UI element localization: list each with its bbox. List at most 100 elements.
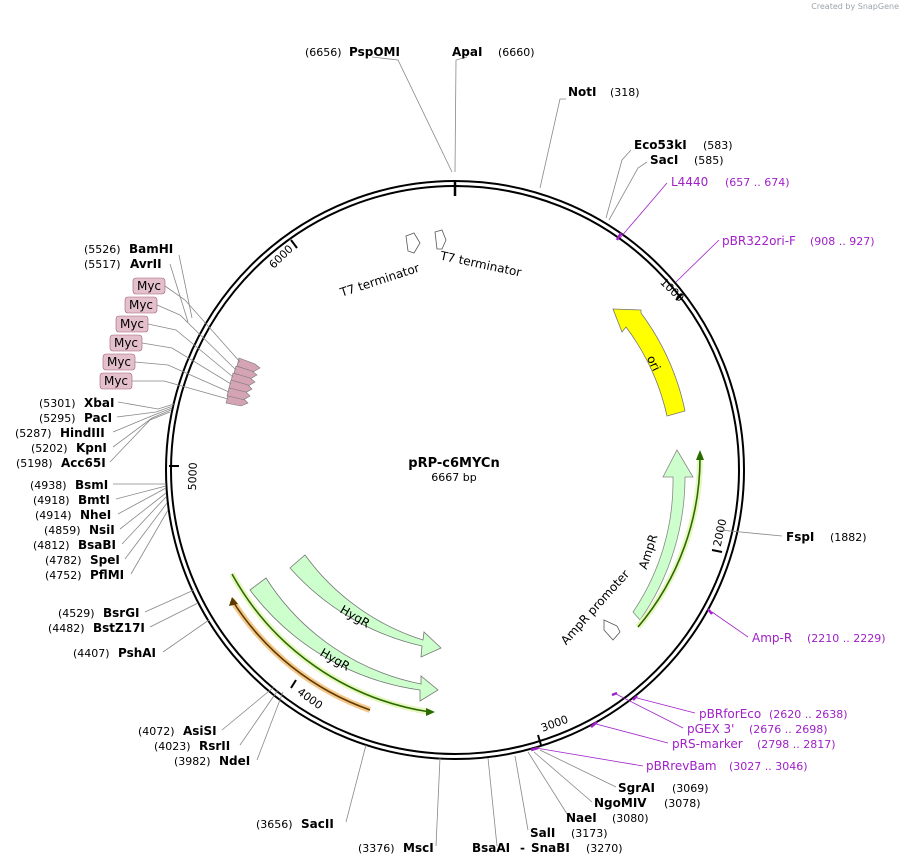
ampr-orf bbox=[637, 454, 701, 628]
site-msci-name[interactable]: MscI bbox=[403, 841, 434, 855]
primer-pbrforeco-name[interactable]: pBRforEco bbox=[699, 707, 761, 721]
myc-label-6: Myc bbox=[104, 374, 128, 388]
site-fspi-name[interactable]: FspI bbox=[786, 530, 814, 544]
primer-l4440-name[interactable]: L4440 bbox=[671, 175, 708, 189]
tick-5000: 5000 bbox=[186, 462, 200, 490]
site-acc65i-pos: (5198) bbox=[16, 457, 53, 470]
ampr-promoter-feature[interactable] bbox=[603, 619, 621, 641]
ori-feature[interactable] bbox=[612, 308, 686, 417]
myc-label-3: Myc bbox=[120, 317, 144, 331]
site-noti-pos: (318) bbox=[610, 86, 640, 99]
enzyme-leaders bbox=[109, 56, 783, 847]
site-apai-pos: (6660) bbox=[498, 46, 535, 59]
site-rsrii-name[interactable]: RsrII bbox=[199, 739, 230, 753]
site-bsaai-name[interactable]: BsaAI bbox=[472, 841, 510, 855]
myc-tags bbox=[225, 357, 261, 407]
site-hindiii-name[interactable]: HindIII bbox=[60, 426, 105, 440]
site-sacii-pos: (3656) bbox=[256, 818, 293, 831]
orange-orf bbox=[231, 599, 371, 711]
site-bmti-name[interactable]: BmtI bbox=[78, 493, 110, 507]
site-asisi-name[interactable]: AsiSI bbox=[183, 724, 217, 738]
site-nsii-name[interactable]: NsiI bbox=[89, 523, 115, 537]
myc-label-5: Myc bbox=[107, 355, 131, 369]
plasmid-size: 6667 bp bbox=[431, 471, 476, 484]
primer-prs-marker-range: (2798 .. 2817) bbox=[757, 738, 836, 751]
primer-pbrrevbam-name[interactable]: pBRrevBam bbox=[646, 759, 717, 773]
site-hyphen: - bbox=[520, 841, 525, 855]
site-naei-name[interactable]: NaeI bbox=[566, 811, 597, 825]
site-naei-pos: (3080) bbox=[612, 812, 649, 825]
ampr-label: AmpR bbox=[636, 533, 660, 571]
primer-amp-r-range: (2210 .. 2229) bbox=[807, 632, 886, 645]
site-paci-name[interactable]: PacI bbox=[84, 411, 112, 425]
site-bsabi-pos: (4812) bbox=[33, 539, 70, 552]
site-eco53ki-pos: (583) bbox=[703, 139, 733, 152]
ori-label: ori bbox=[644, 353, 663, 373]
site-sgrai-name[interactable]: SgrAI bbox=[618, 781, 655, 795]
site-spei-name[interactable]: SpeI bbox=[90, 553, 120, 567]
site-xbai-pos: (5301) bbox=[39, 397, 76, 410]
primer-amp-r-name[interactable]: Amp-R bbox=[752, 631, 792, 645]
tick-2000: 2000 bbox=[711, 518, 730, 548]
t7-terminator-icon-2[interactable] bbox=[434, 229, 447, 250]
site-pshai-pos: (4407) bbox=[73, 647, 110, 660]
site-snabi-name[interactable]: SnaBI bbox=[531, 841, 570, 855]
site-spei-pos: (4782) bbox=[45, 554, 82, 567]
site-bsrgi-name[interactable]: BsrGI bbox=[103, 606, 140, 620]
site-bsabi-name[interactable]: BsaBI bbox=[78, 538, 116, 552]
site-nhei-pos: (4914) bbox=[35, 509, 72, 522]
site-kpni-name[interactable]: KpnI bbox=[76, 441, 107, 455]
site-asisi-pos: (4072) bbox=[138, 725, 175, 738]
site-bstz17i-pos: (4482) bbox=[48, 622, 85, 635]
site-xbai-name[interactable]: XbaI bbox=[84, 396, 114, 410]
site-nsii-pos: (4859) bbox=[44, 524, 81, 537]
primer-prs-marker-name[interactable]: pRS-marker bbox=[672, 737, 743, 751]
site-ngomiv-name[interactable]: NgoMIV bbox=[594, 796, 647, 810]
site-noti-name[interactable]: NotI bbox=[568, 85, 597, 99]
hygr-feature-2[interactable] bbox=[249, 577, 439, 702]
primer-pgex3-name[interactable]: pGEX 3' bbox=[687, 722, 734, 736]
site-ndei-name[interactable]: NdeI bbox=[219, 754, 250, 768]
primer-l4440-range: (657 .. 674) bbox=[725, 176, 790, 189]
myc-label-1: Myc bbox=[137, 279, 161, 293]
site-sacii-name[interactable]: SacII bbox=[301, 817, 334, 831]
site-acc65i-name[interactable]: Acc65I bbox=[61, 456, 106, 470]
site-hindiii-pos: (5287) bbox=[15, 427, 52, 440]
site-apai-name[interactable]: ApaI bbox=[452, 45, 482, 59]
site-bsrgi-pos: (4529) bbox=[58, 607, 95, 620]
primer-pbr322ori-f-name[interactable]: pBR322ori-F bbox=[722, 234, 796, 248]
hygr-orf bbox=[231, 573, 431, 713]
site-ndei-pos: (3982) bbox=[174, 755, 211, 768]
myc-label-4: Myc bbox=[114, 336, 138, 350]
site-nhei-name[interactable]: NheI bbox=[80, 508, 111, 522]
t7-label-2: T7 terminator bbox=[438, 248, 523, 279]
site-saci-pos: (585) bbox=[694, 154, 724, 167]
site-bstz17i-name[interactable]: BstZ17I bbox=[93, 621, 145, 635]
site-pflmi-name[interactable]: PflMI bbox=[90, 568, 124, 582]
t7-terminator-icon-1[interactable] bbox=[405, 232, 421, 254]
site-bmti-pos: (4918) bbox=[33, 494, 70, 507]
ampr-feature[interactable] bbox=[632, 449, 694, 621]
snapgene-credit: Created by SnapGene bbox=[811, 2, 899, 11]
ampr-promoter-label: AmpR promoter bbox=[558, 567, 632, 647]
site-bamhi-name[interactable]: BamHI bbox=[129, 242, 173, 256]
site-pshai-name[interactable]: PshAI bbox=[118, 646, 156, 660]
ampr-orf-arrowhead bbox=[696, 450, 704, 460]
site-fspi-pos: (1882) bbox=[830, 531, 867, 544]
site-pspomi-pos: (6656) bbox=[305, 46, 342, 59]
site-pflmi-pos: (4752) bbox=[45, 569, 82, 582]
site-saci-name[interactable]: SacI bbox=[650, 153, 678, 167]
site-sali-name[interactable]: SalI bbox=[530, 826, 555, 840]
primer-marks bbox=[530, 232, 713, 752]
site-avrii-name[interactable]: AvrII bbox=[130, 257, 162, 271]
orange-orf-arrowhead bbox=[229, 597, 238, 606]
site-bsmi-name[interactable]: BsmI bbox=[75, 478, 108, 492]
site-eco53ki-name[interactable]: Eco53kI bbox=[634, 138, 687, 152]
site-avrii-pos: (5517) bbox=[84, 258, 121, 271]
hygr-feature-1[interactable] bbox=[289, 554, 442, 658]
site-sali-pos: (3173) bbox=[571, 827, 608, 840]
site-pspomi-name[interactable]: PspOMI bbox=[349, 45, 400, 59]
site-paci-pos: (5295) bbox=[39, 412, 76, 425]
site-bsmi-pos: (4938) bbox=[30, 479, 67, 492]
